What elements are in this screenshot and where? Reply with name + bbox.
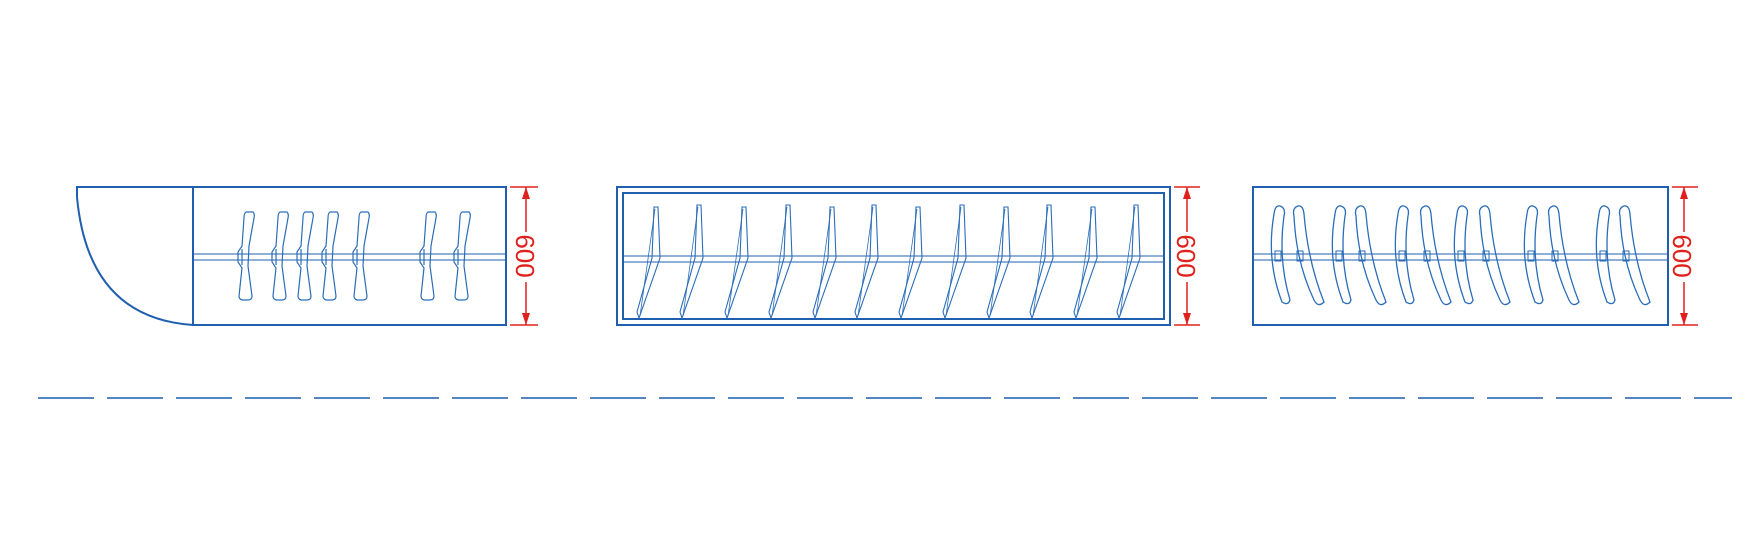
slat-wedge (942, 204, 967, 320)
front-view-slats (636, 204, 1141, 320)
slat-edge (1076, 208, 1093, 317)
backrest-clip (1398, 250, 1406, 262)
backrest-curve (1595, 205, 1616, 305)
dimension-left-label: 600 (510, 234, 540, 277)
slat-wedge (636, 206, 661, 320)
backrest-clip (1423, 250, 1431, 262)
slat-edge (639, 208, 656, 317)
chair-shape (237, 211, 255, 301)
backrest-clip (1551, 250, 1559, 262)
right-view-frame (1252, 186, 1669, 326)
slat-wedge (854, 204, 879, 320)
slat-wedge (898, 206, 923, 320)
backrest-clip (1527, 250, 1535, 262)
slat-edge (857, 206, 874, 317)
dimension-right-label: 600 (1667, 234, 1697, 277)
slat-edge (989, 208, 1006, 317)
quarter-circle-end (76, 186, 194, 327)
chair-shape (271, 211, 289, 301)
backrest-curve (1419, 205, 1452, 306)
dimension-middle-label: 600 (1171, 234, 1201, 277)
chair-shape (453, 211, 471, 301)
backrest-clip (1296, 250, 1304, 262)
backrest-clip (1482, 250, 1490, 262)
chair-shape (296, 211, 314, 301)
slat-edge (901, 208, 918, 317)
left-view-frame (192, 186, 507, 326)
backrest-curve (1331, 205, 1352, 305)
backrest-clip (1274, 250, 1282, 262)
backrest-curve (1292, 205, 1325, 306)
left-view-chairs (237, 211, 471, 301)
slat-wedge (986, 206, 1011, 320)
dimension-middle: 600 (1171, 186, 1202, 326)
slat-wedge (1116, 204, 1141, 320)
dimension-left: 600 (510, 186, 542, 326)
slat-edge (945, 206, 962, 317)
slat-edge (1119, 206, 1136, 317)
backrest-curve (1618, 205, 1651, 306)
right-view (1252, 186, 1669, 326)
chair-shape (419, 211, 437, 301)
slat-edge (815, 208, 832, 317)
slat-wedge (1073, 206, 1098, 320)
slat-edge (1032, 206, 1049, 317)
backrest-clip (1599, 250, 1607, 262)
front-view-outer-frame (616, 186, 1171, 326)
backrest-clip (1335, 250, 1343, 262)
backrest-curve (1547, 205, 1580, 306)
slat-edge (771, 206, 788, 317)
left-view (76, 186, 507, 327)
slat-wedge (812, 206, 837, 320)
backrest-curve (1478, 205, 1511, 306)
slat-wedge (724, 206, 749, 320)
chair-shape (321, 211, 339, 301)
slat-edge (727, 208, 744, 317)
slat-wedge (768, 204, 793, 320)
backrest-curve (1354, 205, 1387, 306)
right-view-backrests (1270, 205, 1651, 306)
slat-edge (682, 206, 699, 317)
chair-shape (352, 211, 370, 301)
slat-wedge (1029, 204, 1054, 320)
backrest-curve (1523, 205, 1544, 305)
backrest-clip (1622, 250, 1630, 262)
backrest-clip (1457, 250, 1465, 262)
backrest-curve (1394, 205, 1415, 305)
backrest-clip (1358, 250, 1366, 262)
dimension-right: 600 (1667, 186, 1700, 326)
front-view (616, 186, 1171, 326)
slat-wedge (679, 204, 704, 320)
backrest-curve (1453, 205, 1474, 305)
backrest-curve (1270, 205, 1291, 305)
